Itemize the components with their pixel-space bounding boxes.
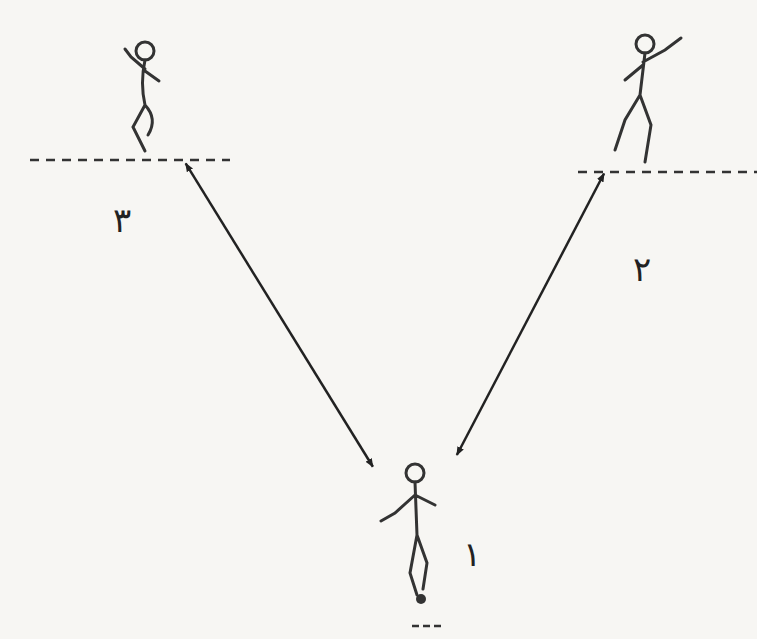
dancer-figure: ١: [375, 455, 455, 615]
double-arrow: [186, 163, 373, 466]
callout-number: ٢: [633, 252, 651, 286]
ground-line: [578, 171, 757, 174]
callout-number: ٣: [113, 203, 131, 237]
dancer-figure: ٢: [585, 30, 700, 170]
figure-drawing: [585, 30, 700, 170]
ground-line: [412, 625, 442, 628]
ground-line: [30, 159, 230, 162]
figure-drawing: [375, 455, 455, 615]
double-arrow: [457, 174, 604, 455]
dancer-figure: ٣: [95, 35, 195, 160]
figure-drawing: [95, 35, 195, 160]
callout-number: ١: [463, 537, 481, 571]
